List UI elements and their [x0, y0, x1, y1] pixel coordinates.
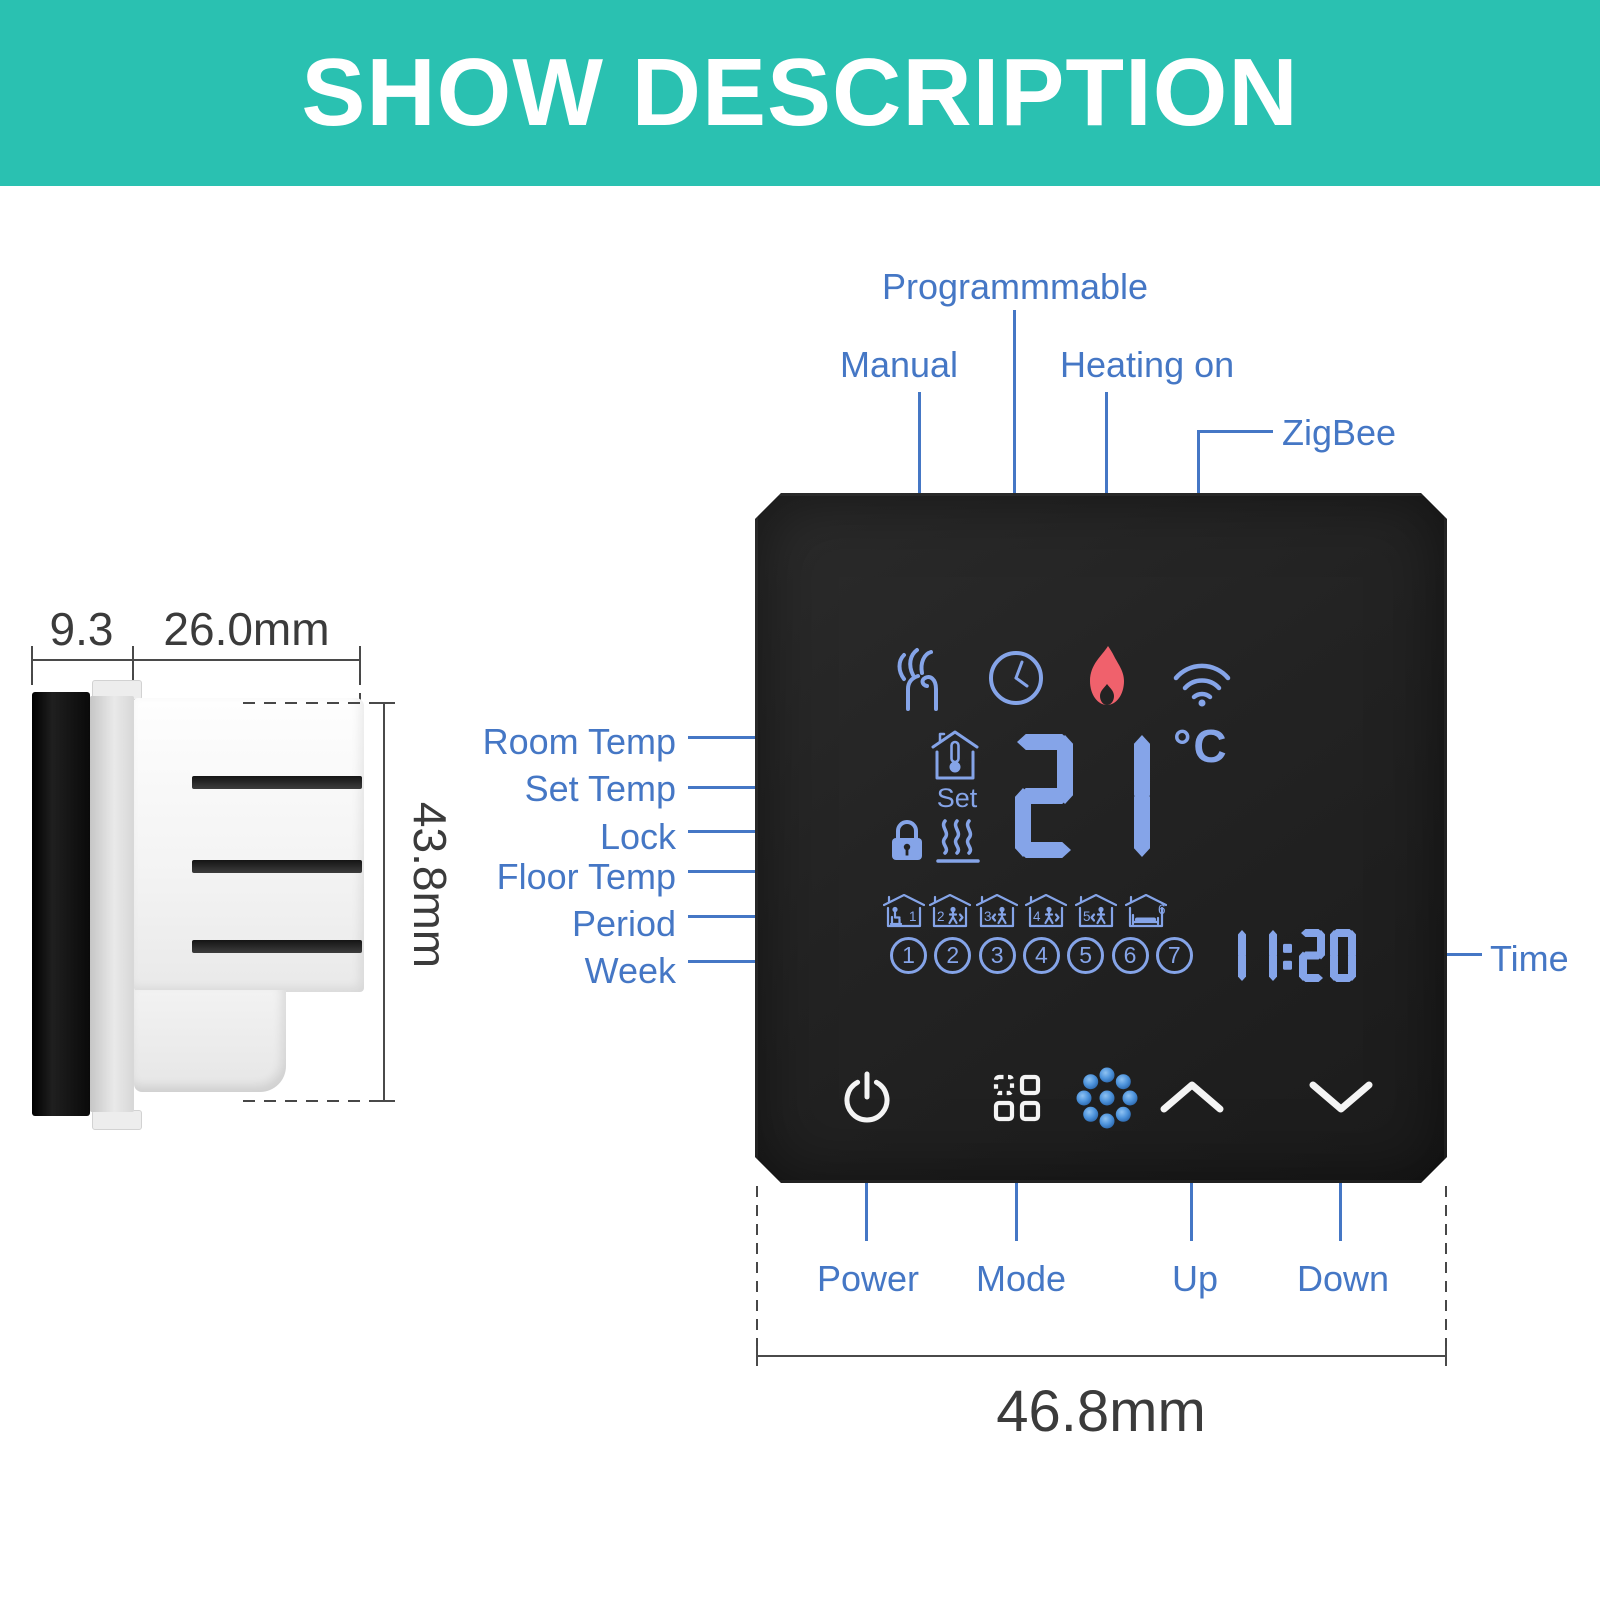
clock-program-icon — [987, 649, 1045, 707]
week-day-3: 3 — [979, 937, 1016, 974]
callout-line — [1339, 1135, 1342, 1241]
lock-icon — [890, 818, 924, 862]
callout-zigbee: ZigBee — [1282, 412, 1397, 453]
dim-tick — [359, 646, 361, 674]
room-temp-house-icon — [931, 729, 979, 783]
dim-dash — [243, 1100, 383, 1102]
dim-front-width: 46.8mm — [996, 1379, 1206, 1444]
page-title: SHOW DESCRIPTION — [301, 39, 1299, 146]
week-day-5: 5 — [1067, 937, 1104, 974]
temperature-unit: °C — [1173, 720, 1229, 772]
thermostat-front-panel: Set °C 1 2 3 4 — [755, 493, 1447, 1183]
callout-line — [1013, 310, 1016, 646]
callout-week: Week — [584, 950, 676, 991]
time-display — [1220, 929, 1356, 982]
callout-mode: Mode — [975, 1258, 1067, 1299]
banner: SHOW DESCRIPTION — [0, 0, 1600, 186]
mount-clip-bottom — [92, 1110, 142, 1130]
dim-cap — [371, 702, 395, 704]
front-width-dim-line — [757, 1355, 1447, 1357]
svg-text:2: 2 — [937, 909, 945, 924]
dim-front-depth: 9.3 — [49, 603, 114, 655]
svg-text:1: 1 — [909, 909, 917, 924]
hand-manual-icon — [894, 645, 950, 711]
week-day-2: 2 — [934, 937, 971, 974]
dim-dash — [1445, 1186, 1447, 1358]
dim-tick — [31, 646, 33, 674]
down-arrow-icon — [1309, 1079, 1373, 1115]
period-house-1: 1 — [883, 894, 925, 930]
callout-manual: Manual — [839, 344, 959, 385]
callout-down: Down — [1296, 1258, 1390, 1299]
dim-tick — [132, 646, 134, 674]
callout-set-temp: Set Temp — [524, 768, 676, 809]
dim-cap — [371, 1100, 395, 1102]
callout-line — [865, 1135, 868, 1241]
callout-power: Power — [816, 1258, 920, 1299]
dim-cap — [756, 1346, 758, 1366]
power-icon — [840, 1070, 894, 1126]
dim-body-depth: 26.0mm — [163, 603, 330, 655]
touch-dots-icon — [1073, 1064, 1141, 1132]
side-top-dim-line — [32, 659, 360, 661]
front-panel-side — [32, 692, 90, 1116]
body-lower — [134, 990, 286, 1092]
week-day-4: 4 — [1023, 937, 1060, 974]
callout-time: Time — [1490, 938, 1569, 979]
thermostat-side-view — [30, 680, 390, 1132]
callout-line — [1197, 430, 1273, 433]
svg-text:6: 6 — [1158, 902, 1166, 917]
callout-up: Up — [1171, 1258, 1219, 1299]
vent-slot — [192, 940, 362, 953]
week-day-1: 1 — [890, 937, 927, 974]
svg-text:5: 5 — [1083, 909, 1091, 924]
mounting-plate-side — [90, 696, 134, 1112]
mode-grid-icon — [993, 1074, 1041, 1122]
dim-dash — [359, 674, 361, 704]
period-house-3: 3 — [976, 894, 1018, 930]
period-house-4: 4 — [1025, 894, 1067, 930]
dim-cap — [1445, 1346, 1447, 1366]
dim-dash — [243, 702, 383, 704]
period-house-2: 2 — [929, 894, 971, 930]
callout-heating-on: Heating on — [1060, 344, 1235, 385]
callout-line — [1190, 1135, 1193, 1241]
up-arrow-icon — [1160, 1079, 1224, 1115]
callout-line — [1015, 1135, 1018, 1241]
vent-slot — [192, 776, 362, 789]
callout-lock: Lock — [599, 816, 676, 857]
callout-room-temp: Room Temp — [482, 721, 676, 762]
week-day-6: 6 — [1112, 937, 1149, 974]
temperature-display — [1015, 734, 1150, 858]
side-height-dim-line — [383, 703, 385, 1102]
callout-programmable: Programmmable — [881, 266, 1149, 307]
callout-period: Period — [571, 903, 676, 944]
dim-dash — [31, 674, 33, 692]
vent-slot — [192, 860, 362, 873]
period-house-5: 5 — [1075, 894, 1117, 930]
period-house-6: 6 — [1125, 894, 1167, 930]
week-day-7: 7 — [1156, 937, 1193, 974]
dim-dash — [756, 1186, 758, 1358]
wifi-zigbee-icon — [1171, 656, 1233, 708]
set-label: Set — [936, 783, 978, 813]
callout-floor-temp: Floor Temp — [496, 856, 676, 897]
flame-heating-icon — [1082, 644, 1132, 707]
svg-text:3: 3 — [984, 909, 992, 924]
svg-text:4: 4 — [1033, 909, 1041, 924]
floor-heating-icon — [936, 819, 980, 865]
